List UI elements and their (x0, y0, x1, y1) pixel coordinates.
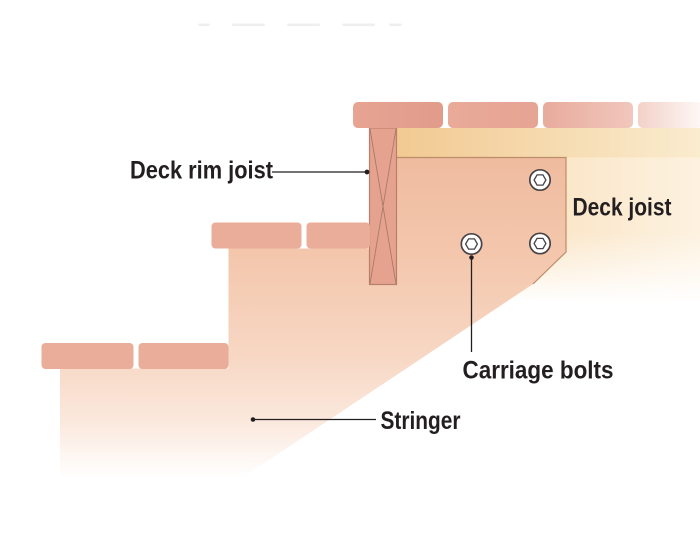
deck-board (448, 102, 538, 128)
deck-board (543, 102, 633, 128)
stair-tread (306, 222, 370, 249)
carriage-bolt-icon (528, 232, 552, 255)
stair-treads (41, 222, 370, 369)
deck-board (353, 102, 443, 128)
label-carriage-bolts: Carriage bolts (463, 357, 614, 385)
leader-dot (250, 417, 256, 422)
label-stringer: Stringer (381, 407, 461, 435)
leader-dot (364, 169, 370, 175)
label-deck-rim-joist: Deck rim joist (130, 157, 274, 185)
stair-tread (211, 222, 302, 249)
leader-carriage-bolts (469, 255, 474, 352)
carriage-bolt-icon (460, 232, 483, 256)
carriage-bolt-icon (528, 168, 552, 192)
deck-joist-band (396, 128, 700, 158)
deck-boards (353, 102, 700, 128)
leader-dot (469, 255, 474, 260)
stair-tread (41, 343, 134, 369)
top-edge-artifact (198, 23, 402, 27)
stair-tread (138, 343, 229, 369)
label-deck-joist: Deck joist (573, 194, 673, 222)
deck-board (638, 102, 700, 128)
leader-stringer (250, 417, 376, 422)
stringer-plate-outline (396, 156, 567, 285)
rim-joist-cross-line (369, 128, 397, 285)
rim-joist-board (368, 127, 398, 286)
leader-deck-rim-joist (272, 169, 370, 175)
stringer-body (60, 157, 566, 490)
